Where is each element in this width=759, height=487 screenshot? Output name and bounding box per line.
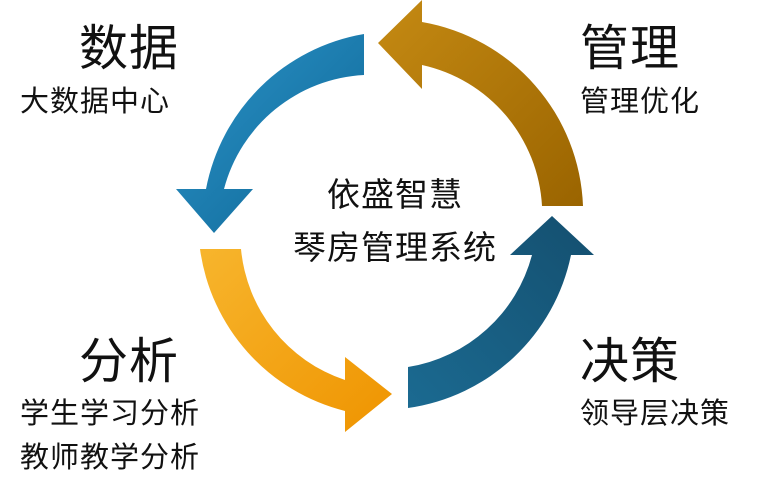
analysis-item-teacher: 教师教学分析	[20, 440, 201, 474]
decision-title: 决策	[580, 333, 681, 390]
analysis-item-student: 学生学习分析	[20, 396, 201, 430]
center-title: 依盛智慧 琴房管理系统	[265, 168, 525, 274]
data-title: 数据	[79, 20, 180, 77]
management-title: 管理	[580, 20, 681, 77]
arrow-bottom-right	[408, 216, 594, 408]
analysis-title: 分析	[79, 333, 180, 390]
data-item: 大数据中心	[20, 84, 171, 118]
management-item: 管理优化	[580, 84, 701, 118]
arrow-top-right	[378, 0, 583, 206]
arrow-bottom-left	[200, 249, 392, 432]
decision-item: 领导层决策	[580, 396, 731, 430]
arrow-top-left	[176, 34, 364, 233]
center-title-line1: 依盛智慧	[327, 175, 463, 214]
center-title-line2: 琴房管理系统	[293, 228, 497, 267]
